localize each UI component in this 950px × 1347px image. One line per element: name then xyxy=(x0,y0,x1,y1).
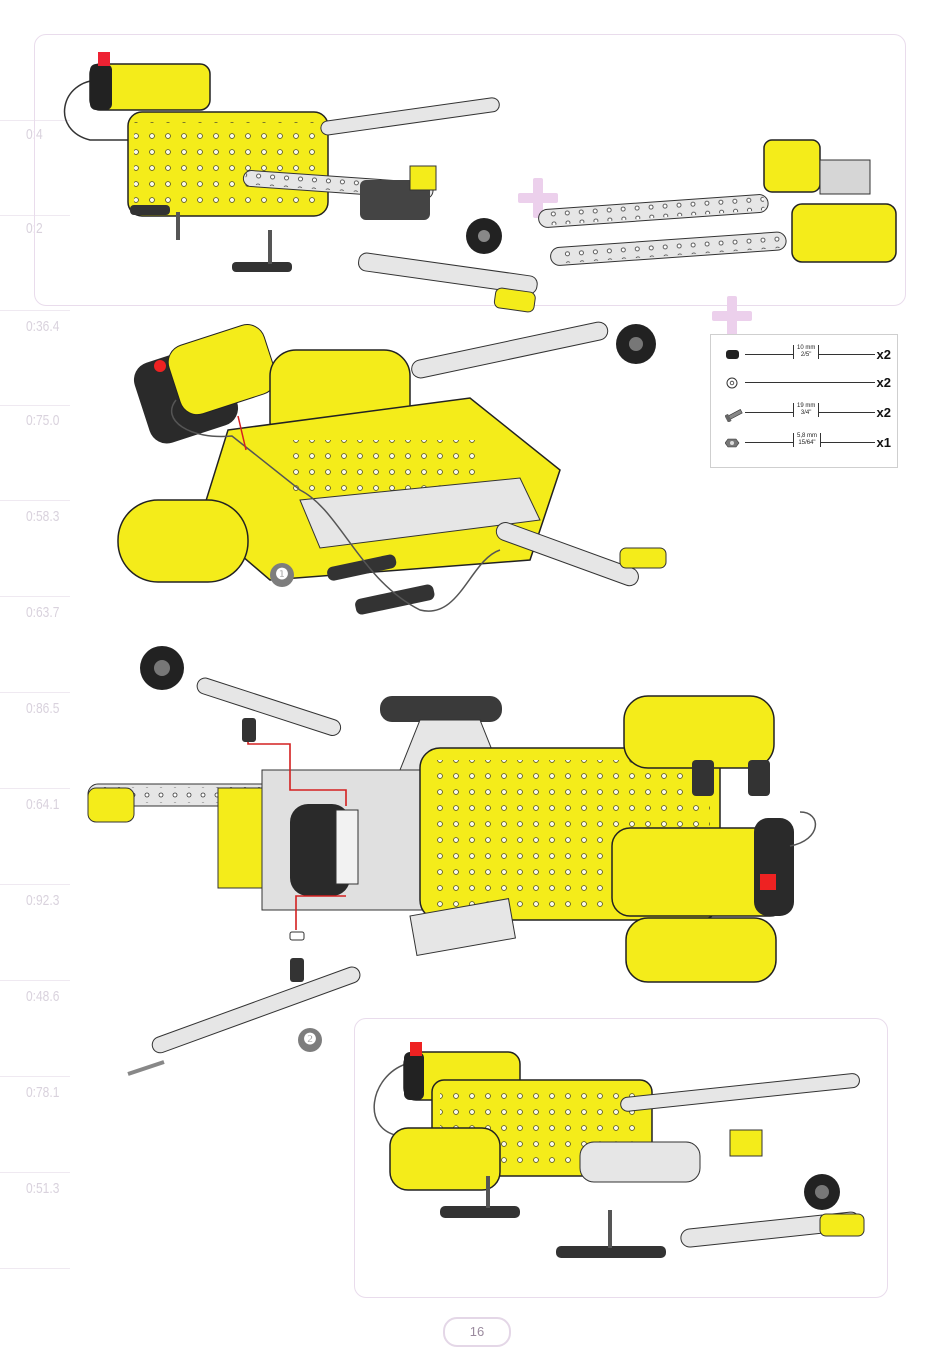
part-dimension-inch: 15/64" xyxy=(797,440,817,447)
step2-illustration xyxy=(88,646,815,1074)
part-dimension-mm: 5,8 mm xyxy=(797,433,817,440)
part-dimension: 5,8 mm 15/64" xyxy=(793,433,821,447)
part-quantity: x2 xyxy=(877,347,891,362)
step-1-badge: ❶ xyxy=(270,563,294,587)
part-row: 19 mm 3/4" x2 xyxy=(711,401,897,425)
part-dimension-mm: 19 mm xyxy=(797,403,815,410)
part-dimension: 19 mm 3/4" xyxy=(793,403,819,417)
part-row: 5,8 mm 15/64" x1 xyxy=(711,431,897,455)
spacer-icon xyxy=(725,348,741,362)
washer-icon xyxy=(725,376,741,390)
part-quantity: x2 xyxy=(877,405,891,420)
part-dimension: 10 mm 2/5" xyxy=(793,345,819,359)
step-2-badge: ❷ xyxy=(298,1028,322,1052)
parts-list: 10 mm 2/5" x2 x2 19 mm 3/4" x2 xyxy=(710,334,898,468)
result-illustration xyxy=(374,1042,864,1258)
part-quantity: x2 xyxy=(877,375,891,390)
part-dimension-mm: 10 mm xyxy=(797,345,815,352)
part-dimension-inch: 3/4" xyxy=(797,410,815,417)
part-row: x2 xyxy=(711,371,897,395)
page-number: 16 xyxy=(443,1317,511,1347)
step1-illustration xyxy=(118,320,666,616)
part-dimension-inch: 2/5" xyxy=(797,352,815,359)
part-line xyxy=(745,382,875,383)
nut-icon xyxy=(725,436,741,450)
top-model-illustration xyxy=(65,52,896,313)
part-quantity: x1 xyxy=(877,435,891,450)
part-row: 10 mm 2/5" x2 xyxy=(711,343,897,367)
screw-icon xyxy=(725,406,747,422)
